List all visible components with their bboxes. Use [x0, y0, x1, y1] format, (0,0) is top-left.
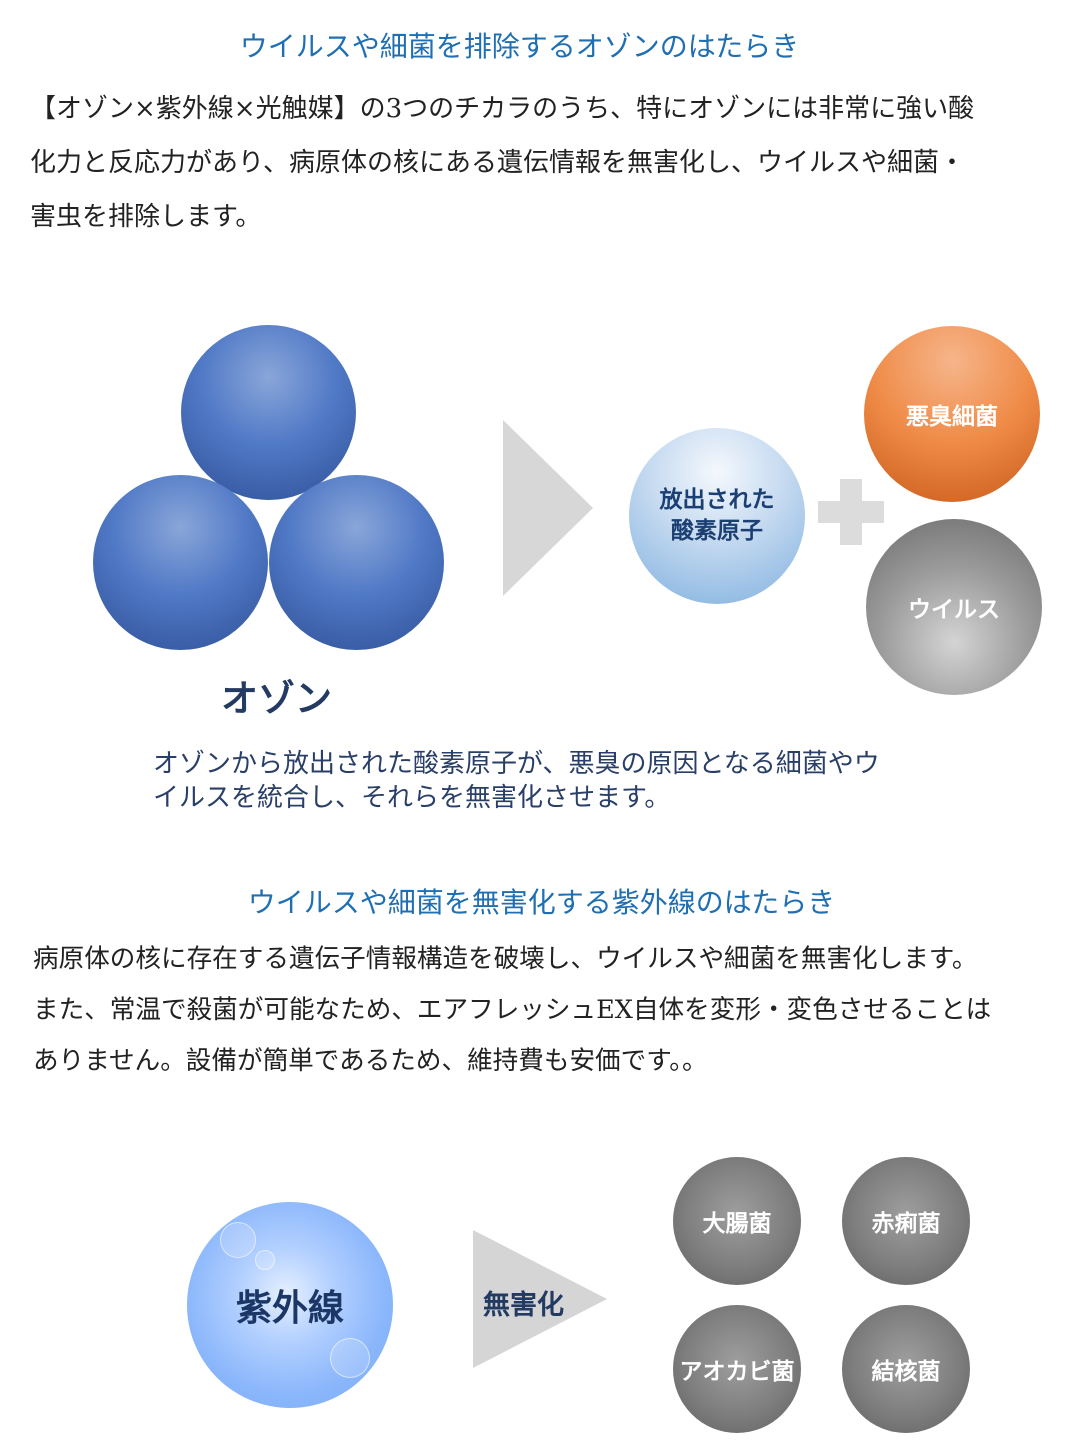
germ-label: 赤痢菌 — [871, 1211, 941, 1237]
germ-circle-e-coli: 大腸菌 — [673, 1157, 801, 1285]
ozone-section-paragraph: 【オゾン×紫外線×光触媒】の3つのチカラのうち、特にオゾンには非常に強い酸 化力… — [30, 82, 974, 244]
uv-section-heading: ウイルスや細菌を無害化する紫外線のはたらき — [247, 886, 836, 919]
paragraph-line: また、常温で殺菌が可能なため、エアフレッシュEX自体を変形・変色させることは — [33, 995, 992, 1025]
germ-circle-blue-mold: アオカビ菌 — [673, 1305, 801, 1433]
ozone-atom-top — [181, 325, 356, 500]
paragraph-line: 【オゾン×紫外線×光触媒】の3つのチカラのうち、特にオゾンには非常に強い酸 — [30, 94, 975, 124]
uv-label: 紫外線 — [235, 1288, 344, 1329]
germ-label: 結核菌 — [871, 1359, 941, 1385]
oxygen-atom-circle: 放出された 酸素原子 — [629, 428, 805, 604]
arrow-right-icon — [473, 1230, 607, 1368]
paragraph-line: 害虫を排除します。 — [30, 202, 262, 232]
virus-circle: ウイルス — [866, 519, 1042, 695]
germ-circle-dysentery: 赤痢菌 — [842, 1157, 970, 1285]
light-flare-icon — [330, 1338, 370, 1378]
virus-label: ウイルス — [908, 597, 1000, 623]
uv-light-circle: 紫外線 — [187, 1202, 393, 1408]
paragraph-line: 病原体の核に存在する遺伝子情報構造を破壊し、ウイルスや細菌を無害化します。 — [33, 944, 978, 974]
oxygen-label-line: 酸素原子 — [671, 518, 763, 544]
odor-bacteria-label: 悪臭細菌 — [906, 404, 998, 430]
odor-bacteria-circle: 悪臭細菌 — [864, 326, 1040, 502]
ozone-atom-right — [269, 475, 444, 650]
paragraph-line: ありません。設備が簡単であるため、維持費も安価です。。 — [33, 1046, 708, 1076]
uv-section-paragraph: 病原体の核に存在する遺伝子情報構造を破壊し、ウイルスや細菌を無害化します。 また… — [33, 934, 991, 1087]
ozone-label: オゾン — [221, 677, 332, 720]
oxygen-label-line: 放出された — [659, 487, 775, 513]
ozone-diagram-caption: オゾンから放出された酸素原子が、悪臭の原因となる細菌やウ イルスを統合し、それら… — [153, 747, 880, 815]
plus-icon — [818, 479, 884, 545]
ozone-section-heading: ウイルスや細菌を排除するオゾンのはたらき — [239, 30, 800, 63]
caption-line: イルスを統合し、それらを無害化させます。 — [153, 783, 671, 813]
germ-circle-tuberculosis: 結核菌 — [842, 1305, 970, 1433]
caption-line: オゾンから放出された酸素原子が、悪臭の原因となる細菌やウ — [153, 749, 880, 779]
light-flare-icon — [255, 1250, 275, 1270]
germ-label: アオカビ菌 — [679, 1359, 795, 1385]
neutralize-label: 無害化 — [483, 1290, 564, 1321]
paragraph-line: 化力と反応力があり、病原体の核にある遺伝情報を無害化し、ウイルスや細菌・ — [30, 148, 965, 178]
light-flare-icon — [220, 1222, 256, 1258]
ozone-atom-left — [93, 475, 268, 650]
germ-label: 大腸菌 — [702, 1211, 772, 1237]
arrow-right-icon — [503, 420, 593, 596]
